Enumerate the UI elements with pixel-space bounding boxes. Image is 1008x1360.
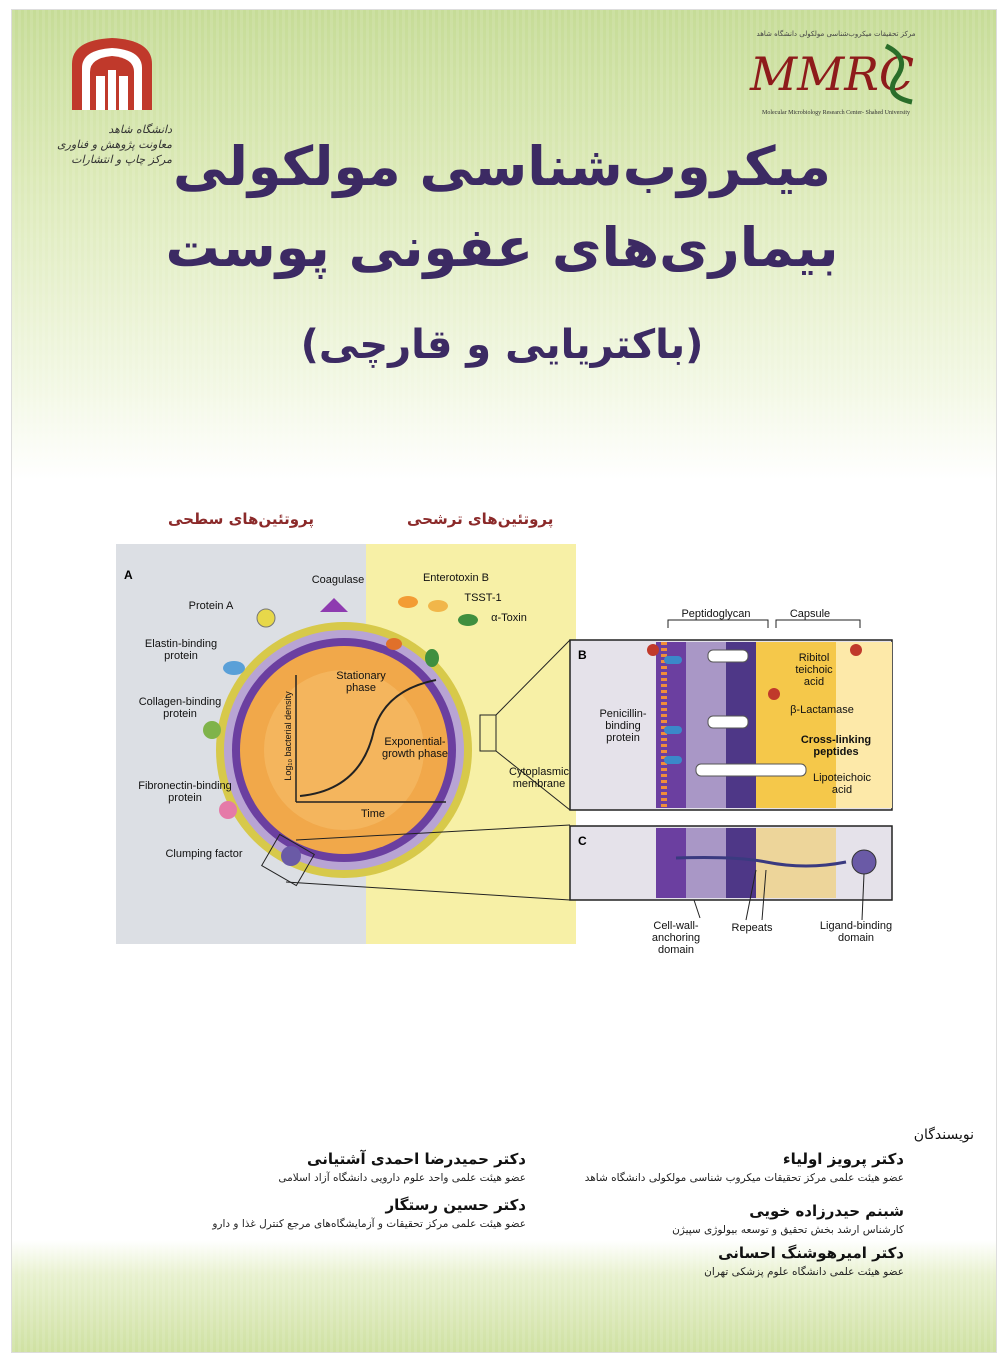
research-center-name-fa: مرکز تحقیقات میکروب‌شناسی مولکولی دانشگا… xyxy=(756,30,916,38)
research-center-logo: مرکز تحقیقات میکروب‌شناسی مولکولی دانشگا… xyxy=(736,30,936,140)
author-name: دکتر امیرهوشنگ احسانی xyxy=(718,1244,904,1262)
university-center: مرکز چاپ و انتشارات xyxy=(71,153,172,166)
dna-logo-icon: MMRC xyxy=(749,43,914,105)
author-affiliation: کارشناس ارشد بخش تحقیق و توسعه بیولوژی س… xyxy=(672,1224,904,1236)
panel-a-label: A xyxy=(124,568,133,582)
author-left-1: دکتر حمیدرضا احمدی آشتیانی عضو هیئت علمی… xyxy=(186,1148,526,1186)
header-surface-proteins: پروتئین‌های سطحی xyxy=(168,510,315,528)
label-lipoteichoic: Lipoteichoic acid xyxy=(812,772,872,796)
university-dept: معاونت پژوهش و فناوری xyxy=(57,138,172,151)
label-cell-wall-anchoring: Cell-wall-anchoring domain xyxy=(651,920,701,956)
header-secreted-proteins: پروتئین‌های ترشحی xyxy=(407,510,554,528)
author-affiliation: عضو هیئت علمی مرکز تحقیقات میکروب شناسی … xyxy=(584,1172,904,1184)
label-cytoplasmic-membrane: Cytoplasmic membrane xyxy=(509,766,569,790)
university-logo: دانشگاه شاهد معاونت پژوهش و فناوری مرکز … xyxy=(52,32,172,167)
logo-mark: MMRC xyxy=(749,47,914,101)
author-affiliation: عضو هیئت علمی واحد علوم دارویی دانشگاه آ… xyxy=(278,1172,526,1184)
author-name: شبنم حیدرزاده خویی xyxy=(749,1202,904,1220)
label-fibronectin-binding: Fibronectin-binding protein xyxy=(138,780,232,804)
author-name: دکتر حمیدرضا احمدی آشتیانی xyxy=(307,1150,526,1168)
label-exponential-phase: Exponential-growth phase xyxy=(381,736,449,760)
label-tsst-1: TSST-1 xyxy=(464,592,502,604)
label-ribitol-teichoic: Ribitol teichoic acid xyxy=(795,652,833,688)
title-line-2: بیماری‌های عفونی پوست xyxy=(165,216,839,279)
label-coagulase: Coagulase xyxy=(311,574,365,586)
label-repeats: Repeats xyxy=(731,922,773,934)
label-time: Time xyxy=(360,808,386,820)
label-enterotoxin-b: Enterotoxin B xyxy=(422,572,490,584)
label-peptidoglycan: Peptidoglycan xyxy=(681,608,751,620)
author-affiliation: عضو هیئت علمی مرکز تحقیقات و آزمایشگاه‌ه… xyxy=(212,1218,526,1230)
research-center-name-en: Molecular Microbiology Research Center- … xyxy=(761,110,910,116)
authors-heading: نویسندگان xyxy=(913,1127,974,1143)
author-name: دکتر پرویز اولیاء xyxy=(782,1150,904,1168)
author-right-2: شبنم حیدرزاده خویی کارشناس ارشد بخش تحقی… xyxy=(524,1200,904,1238)
label-collagen-binding: Collagen-binding protein xyxy=(138,696,222,720)
title-line-3: (باکتریایی و قارچی) xyxy=(300,322,704,368)
author-right-3: دکتر امیرهوشنگ احسانی عضو هیئت علمی دانش… xyxy=(524,1242,904,1280)
book-cover: دانشگاه شاهد معاونت پژوهش و فناوری مرکز … xyxy=(12,10,996,1352)
author-name: دکتر حسین رستگار xyxy=(385,1196,526,1214)
university-emblem-icon xyxy=(72,38,152,110)
title-line-1: میکروب‌شناسی مولکولی xyxy=(173,135,831,198)
author-left-2: دکتر حسین رستگار عضو هیئت علمی مرکز تحقی… xyxy=(186,1194,526,1232)
label-clumping-factor: Clumping factor xyxy=(165,848,243,860)
panel-b-label: B xyxy=(578,648,587,662)
label-penicillin-binding: Penicillin-binding protein xyxy=(599,708,647,744)
panel-c-label: C xyxy=(578,834,587,848)
label-cross-linking: Cross-linking peptides xyxy=(800,734,872,758)
label-capsule: Capsule xyxy=(789,608,831,620)
bacteria-diagram: A B C Protein A Elastin-binding protein … xyxy=(116,540,896,970)
label-elastin-binding: Elastin-binding protein xyxy=(144,638,218,662)
label-beta-lactamase: β-Lactamase xyxy=(790,704,854,716)
university-name: دانشگاه شاهد xyxy=(108,123,172,136)
label-stationary-phase: Stationary phase xyxy=(336,670,386,694)
author-right-1: دکتر پرویز اولیاء عضو هیئت علمی مرکز تحق… xyxy=(524,1148,904,1186)
diagram-graphics xyxy=(116,544,893,944)
label-y-axis: Log₁₀ bacterial density xyxy=(283,691,293,781)
label-ligand-binding: Ligand-binding domain xyxy=(819,920,893,944)
label-protein-a: Protein A xyxy=(188,600,234,612)
author-affiliation: عضو هیئت علمی دانشگاه علوم پزشکی تهران xyxy=(704,1266,904,1278)
label-alpha-toxin: α-Toxin xyxy=(491,612,527,624)
